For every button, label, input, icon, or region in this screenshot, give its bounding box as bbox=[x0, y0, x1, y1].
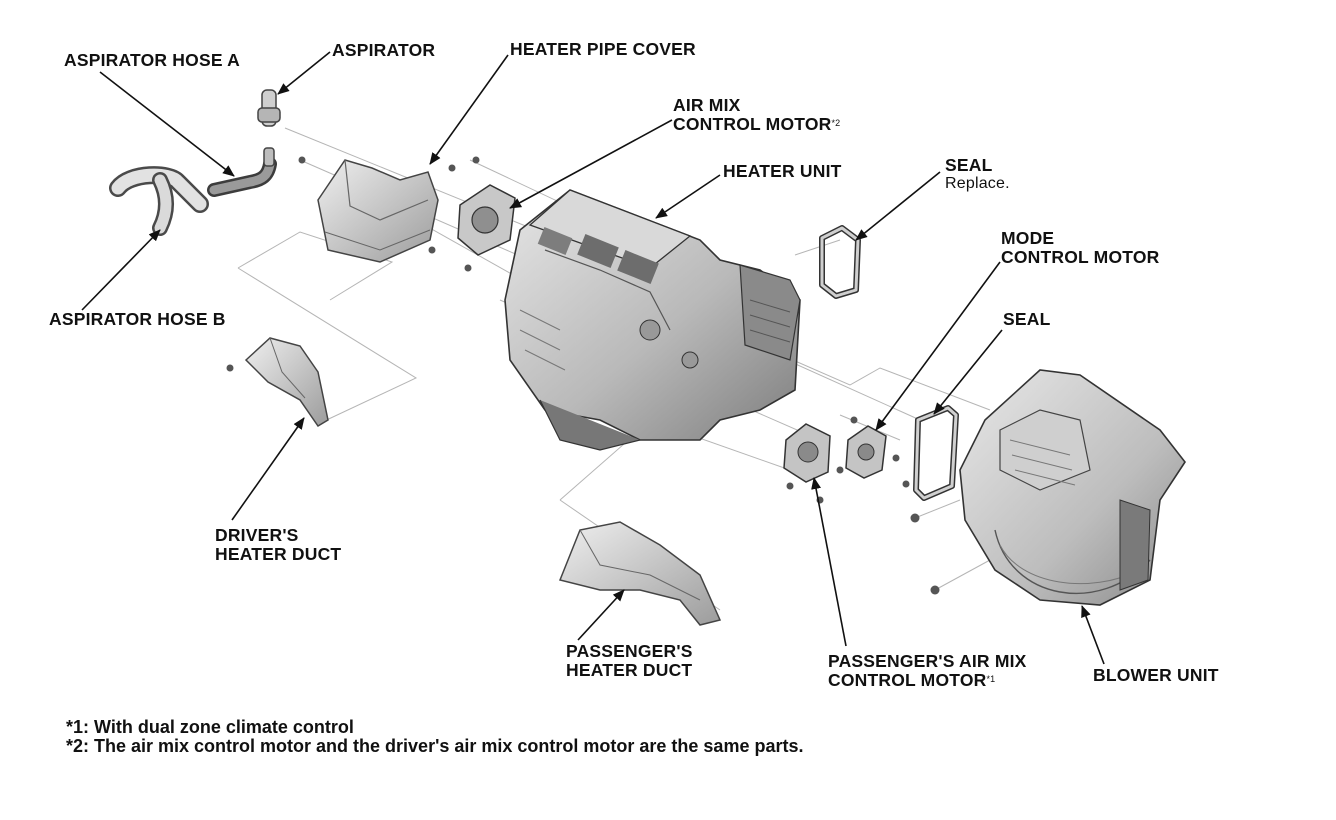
label-passengers-air-mix-control-motor: PASSENGER'S AIR MIX CONTROL MOTOR*1 bbox=[828, 651, 1027, 690]
leader-lines bbox=[81, 51, 1105, 665]
drivers-heater-duct-part bbox=[226, 337, 329, 428]
blower-unit-part bbox=[910, 369, 1186, 606]
passengers-air-mix-control-motor-part bbox=[783, 423, 844, 504]
footnote-2: *2: The air mix control motor and the dr… bbox=[66, 736, 804, 756]
label-heater-unit: HEATER UNIT bbox=[723, 161, 842, 181]
footnote-1: *1: With dual zone climate control bbox=[66, 717, 354, 737]
label-air-mix-control-motor: AIR MIX CONTROL MOTOR*2 bbox=[673, 95, 841, 134]
heater-pipe-cover-part bbox=[298, 156, 439, 263]
label-aspirator-hose-a: ASPIRATOR HOSE A bbox=[64, 50, 240, 70]
label-heater-pipe-cover: HEATER PIPE COVER bbox=[510, 39, 696, 59]
aspirator-hose-part bbox=[109, 157, 277, 236]
label-aspirator-hose-b: ASPIRATOR HOSE B bbox=[49, 309, 226, 329]
heater-unit-part bbox=[504, 189, 801, 451]
label-seal: SEAL bbox=[1003, 309, 1051, 329]
replace-note: Replace. bbox=[945, 175, 1010, 192]
label-drivers-heater-duct: DRIVER'S HEATER DUCT bbox=[215, 525, 342, 564]
mode-control-motor-part bbox=[845, 416, 910, 488]
footnote-ref-2: *2 bbox=[831, 118, 841, 128]
air-mix-control-motor-part bbox=[428, 156, 516, 272]
label-passengers-heater-duct: PASSENGER'S HEATER DUCT bbox=[566, 641, 693, 680]
seal-part bbox=[913, 405, 959, 501]
footnote-ref-1: *1 bbox=[986, 674, 996, 684]
label-blower-unit: BLOWER UNIT bbox=[1093, 665, 1219, 685]
label-aspirator: ASPIRATOR bbox=[332, 40, 436, 60]
label-mode-control-motor: MODE CONTROL MOTOR bbox=[1001, 228, 1160, 267]
label-seal-top: SEAL Replace. bbox=[945, 155, 1010, 193]
passengers-heater-duct-part bbox=[558, 521, 722, 626]
seal-top-part bbox=[819, 225, 861, 299]
aspirator-part bbox=[257, 89, 281, 167]
